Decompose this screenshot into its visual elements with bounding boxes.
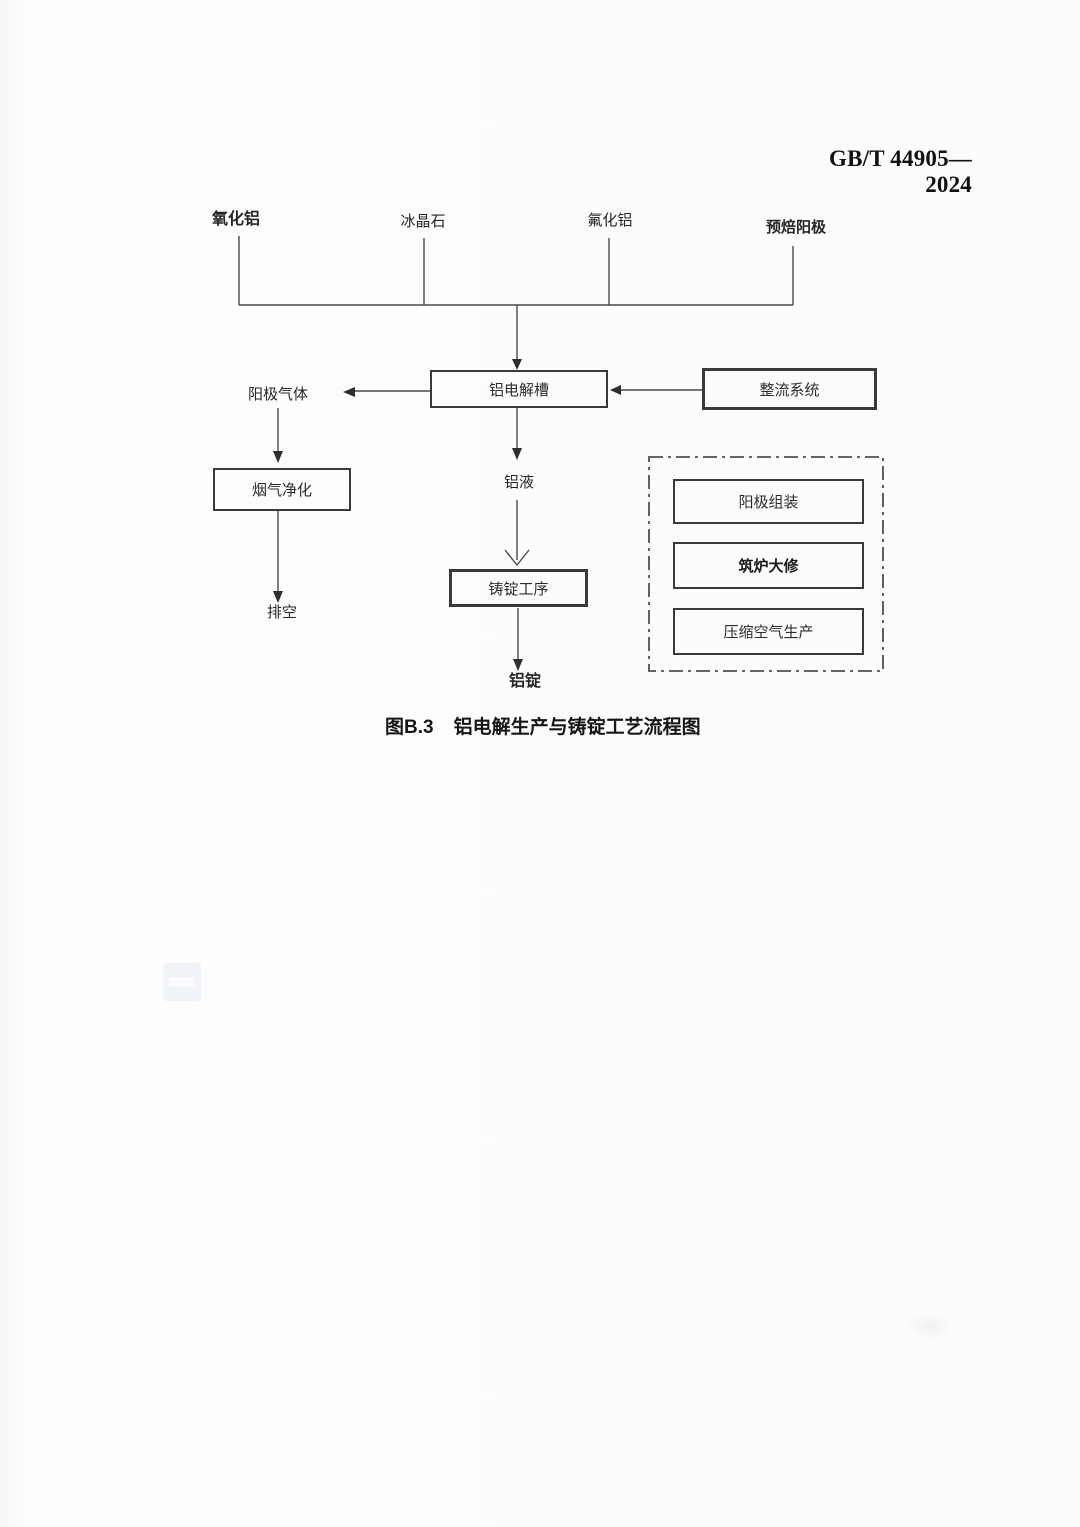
input-label-aluminum-fluoride: 氟化铝 <box>587 212 633 229</box>
box-flue-gas-purification: 烟气净化 <box>213 468 351 511</box>
label-aluminum-ingot: 铝锭 <box>508 673 541 690</box>
arrow-purification-to-vent <box>273 511 283 603</box>
box-rectifier-system: 整流系统 <box>702 368 877 410</box>
arrow-liquid-to-casting <box>504 500 530 567</box>
aux-box-anode-assembly: 阳极组装 <box>673 479 864 524</box>
label-anode-gas: 阳极气体 <box>247 386 308 403</box>
input-label-cryolite: 冰晶石 <box>400 213 446 230</box>
input-label-alumina: 氧化铝 <box>211 211 260 228</box>
scan-smudge <box>905 1312 953 1340</box>
arrow-electrolysis-to-anode-gas <box>343 387 430 397</box>
arrow-electrolysis-to-liquid <box>512 408 522 460</box>
auxiliary-dashed-container <box>648 456 884 672</box>
input-bus-lines <box>238 236 794 306</box>
arrow-rectifier-to-electrolysis <box>610 385 702 395</box>
aux-box-furnace-overhaul: 筑炉大修 <box>673 542 864 589</box>
figure-caption-label: 图B.3 <box>385 717 434 738</box>
standard-number: GB/T 44905—2024 <box>829 146 972 197</box>
box-electrolysis-cell: 铝电解槽 <box>430 370 608 408</box>
aux-box-compressed-air: 压缩空气生产 <box>673 608 864 655</box>
label-vent: 排空 <box>266 604 297 621</box>
arrow-bus-to-electrolysis <box>512 305 522 370</box>
arrow-casting-to-ingot <box>513 608 523 671</box>
label-aluminum-liquid: 铝液 <box>503 474 534 491</box>
figure-caption-title: 铝电解生产与铸锭工艺流程图 <box>453 717 701 738</box>
watermark-logo <box>163 963 201 1001</box>
figure-caption: 图B.3 铝电解生产与铸锭工艺流程图 <box>385 712 725 739</box>
arrow-anode-gas-to-purification <box>273 408 283 463</box>
box-casting-process: 铸锭工序 <box>449 569 588 607</box>
input-label-prebaked-anode: 预焙阳极 <box>765 219 826 236</box>
